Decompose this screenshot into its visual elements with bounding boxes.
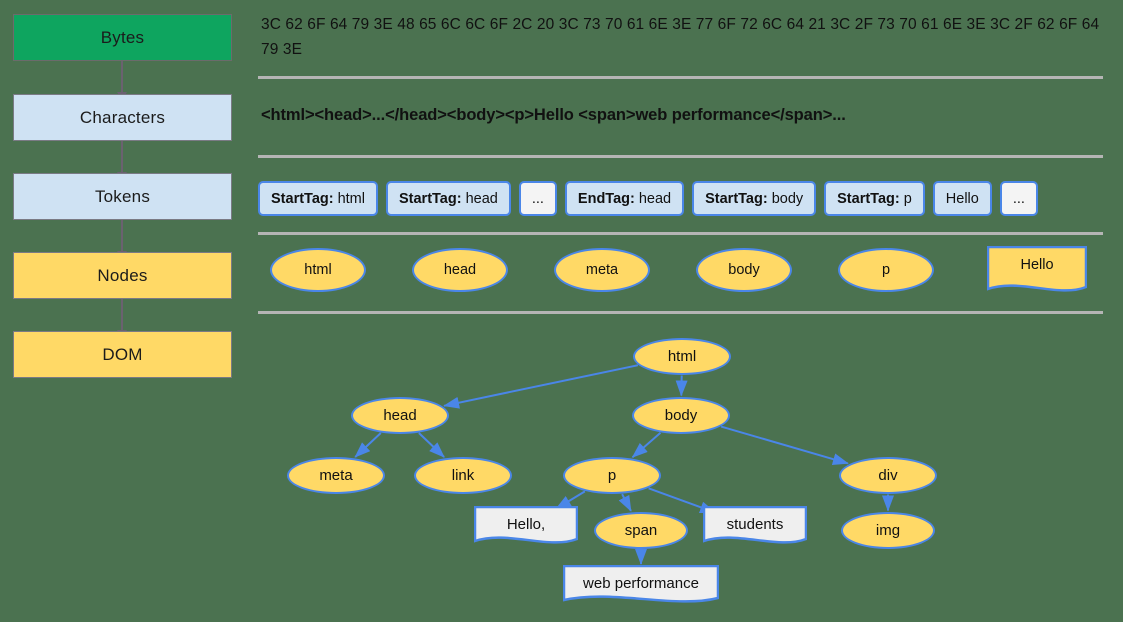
- node-text-document: Hello: [987, 246, 1087, 296]
- dom-node-span: span: [594, 512, 688, 549]
- dom-node-link: link: [414, 457, 512, 494]
- dom-node-head: head: [351, 397, 449, 434]
- dom-text-node-webperf: web performance: [563, 565, 719, 607]
- characters-markup-text: <html><head>...</head><body><p>Hello <sp…: [261, 106, 846, 124]
- dom-text-label: students: [726, 516, 784, 533]
- dom-edge-head-link: [418, 432, 445, 458]
- dom-node-div: div: [839, 457, 937, 494]
- dom-edge-html-head: [443, 364, 639, 409]
- token-value: Hello: [945, 190, 979, 207]
- node-ellipse: head: [412, 248, 508, 292]
- token-chip: ...: [999, 181, 1038, 216]
- divider-3: [258, 232, 1103, 235]
- token-kind: StartTag:: [398, 190, 462, 207]
- token-value: ...: [1012, 190, 1025, 207]
- token-chip: StartTag:head: [385, 181, 511, 216]
- dom-edge-body-div: [720, 425, 849, 465]
- token-value: head: [465, 190, 498, 207]
- dom-edge-head-meta: [354, 432, 382, 458]
- dom-edge-p-span: [618, 493, 632, 512]
- divider-1: [258, 76, 1103, 79]
- token-value: p: [903, 190, 912, 207]
- token-value: ...: [531, 190, 544, 207]
- pipeline-arrow-2: [117, 141, 127, 180]
- dom-tree-edges: [354, 364, 894, 565]
- bytes-hex-text: 3C 62 6F 64 79 3E 48 65 6C 6C 6F 2C 20 3…: [261, 16, 1100, 58]
- node-list: html head meta body p Hello: [258, 246, 1103, 298]
- token-kind: StartTag:: [705, 190, 768, 207]
- pipeline-step-tokens: Tokens: [13, 173, 232, 220]
- pipeline-arrow-1: [117, 61, 127, 100]
- node-ellipse: p: [838, 248, 934, 292]
- token-chip: Hello: [932, 181, 992, 216]
- dom-node-html: html: [633, 338, 731, 375]
- token-chip: StartTag:html: [258, 181, 378, 216]
- token-chip: EndTag:head: [564, 181, 685, 216]
- token-kind: StartTag:: [837, 190, 900, 207]
- divider-4: [258, 311, 1103, 314]
- node-ellipse: html: [270, 248, 366, 292]
- dom-text-node-students: students: [703, 506, 807, 548]
- pipeline-arrow-3: [117, 220, 127, 259]
- pipeline-step-bytes: Bytes: [13, 14, 232, 61]
- node-ellipse: meta: [554, 248, 650, 292]
- token-value: body: [771, 190, 804, 207]
- dom-node-p: p: [563, 457, 661, 494]
- divider-2: [258, 155, 1103, 158]
- pipeline-step-nodes: Nodes: [13, 252, 232, 299]
- dom-node-meta: meta: [287, 457, 385, 494]
- token-kind: EndTag:: [577, 190, 635, 207]
- token-kind: StartTag:: [271, 190, 334, 207]
- dom-node-body: body: [632, 397, 730, 434]
- node-ellipse: body: [696, 248, 792, 292]
- token-chip: StartTag:body: [692, 181, 817, 216]
- dom-text-node-hello: Hello,: [474, 506, 578, 548]
- dom-node-img: img: [841, 512, 935, 549]
- token-chip: ...: [518, 181, 557, 216]
- dom-edge-body-p: [631, 432, 662, 458]
- token-chip: StartTag:p: [824, 181, 925, 216]
- pipeline-step-dom: DOM: [13, 331, 232, 378]
- token-value: html: [337, 190, 365, 207]
- dom-text-label: web performance: [583, 575, 699, 592]
- pipeline-step-characters: Characters: [13, 94, 232, 141]
- node-label: Hello: [1020, 257, 1054, 273]
- token-value: head: [638, 190, 672, 207]
- dom-text-label: Hello,: [506, 516, 546, 533]
